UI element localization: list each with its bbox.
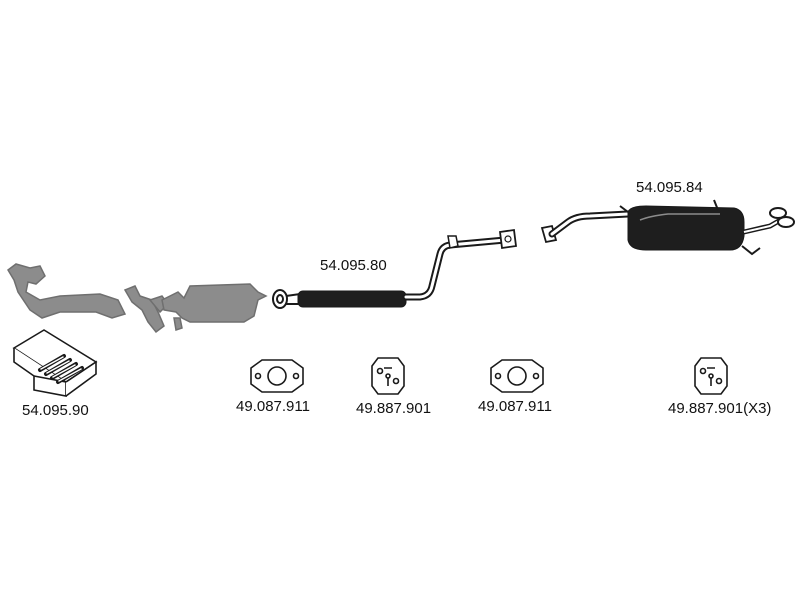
hanger-front-icon — [371, 357, 405, 395]
catalytic-converter — [161, 283, 268, 331]
rear-muffler-part-number: 54.095.84 — [636, 179, 703, 196]
center-pipe — [297, 228, 518, 308]
gasket-front-part-number: 49.087.911 — [236, 398, 310, 415]
inlet-flange — [272, 289, 301, 309]
hanger-rear-icon — [694, 357, 728, 395]
hanger-front-part-number: 49.887.901 — [356, 400, 432, 417]
center-pipe-part-number: 54.095.80 — [320, 257, 387, 274]
gasket-rear-icon — [490, 359, 544, 393]
mounting-kit-box — [12, 329, 98, 397]
gasket-front-icon — [250, 359, 304, 393]
mounting-kit-part-number: 54.095.90 — [22, 402, 89, 419]
gasket-rear-part-number: 49.087.911 — [478, 398, 552, 415]
rear-muffler — [540, 199, 795, 256]
hanger-rear-part-number: 49.887.901(X3) — [668, 400, 772, 417]
front-downpipe — [7, 263, 169, 334]
